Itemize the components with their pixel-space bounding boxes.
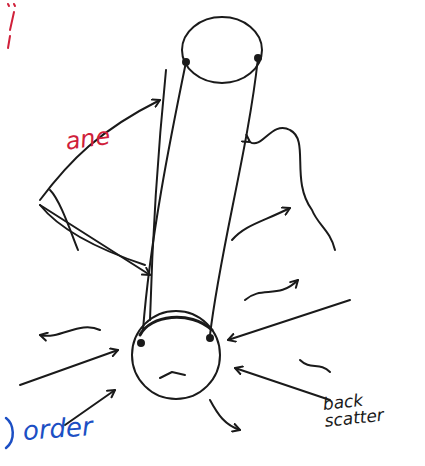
- scatter-label: back scatter: [322, 388, 405, 430]
- order-label: order: [22, 413, 93, 444]
- tube-wall: [143, 62, 186, 330]
- region-label: ane: [64, 124, 112, 154]
- bottom-loop: [132, 311, 220, 399]
- top-loop: [182, 17, 262, 83]
- tube-wall: [210, 58, 258, 335]
